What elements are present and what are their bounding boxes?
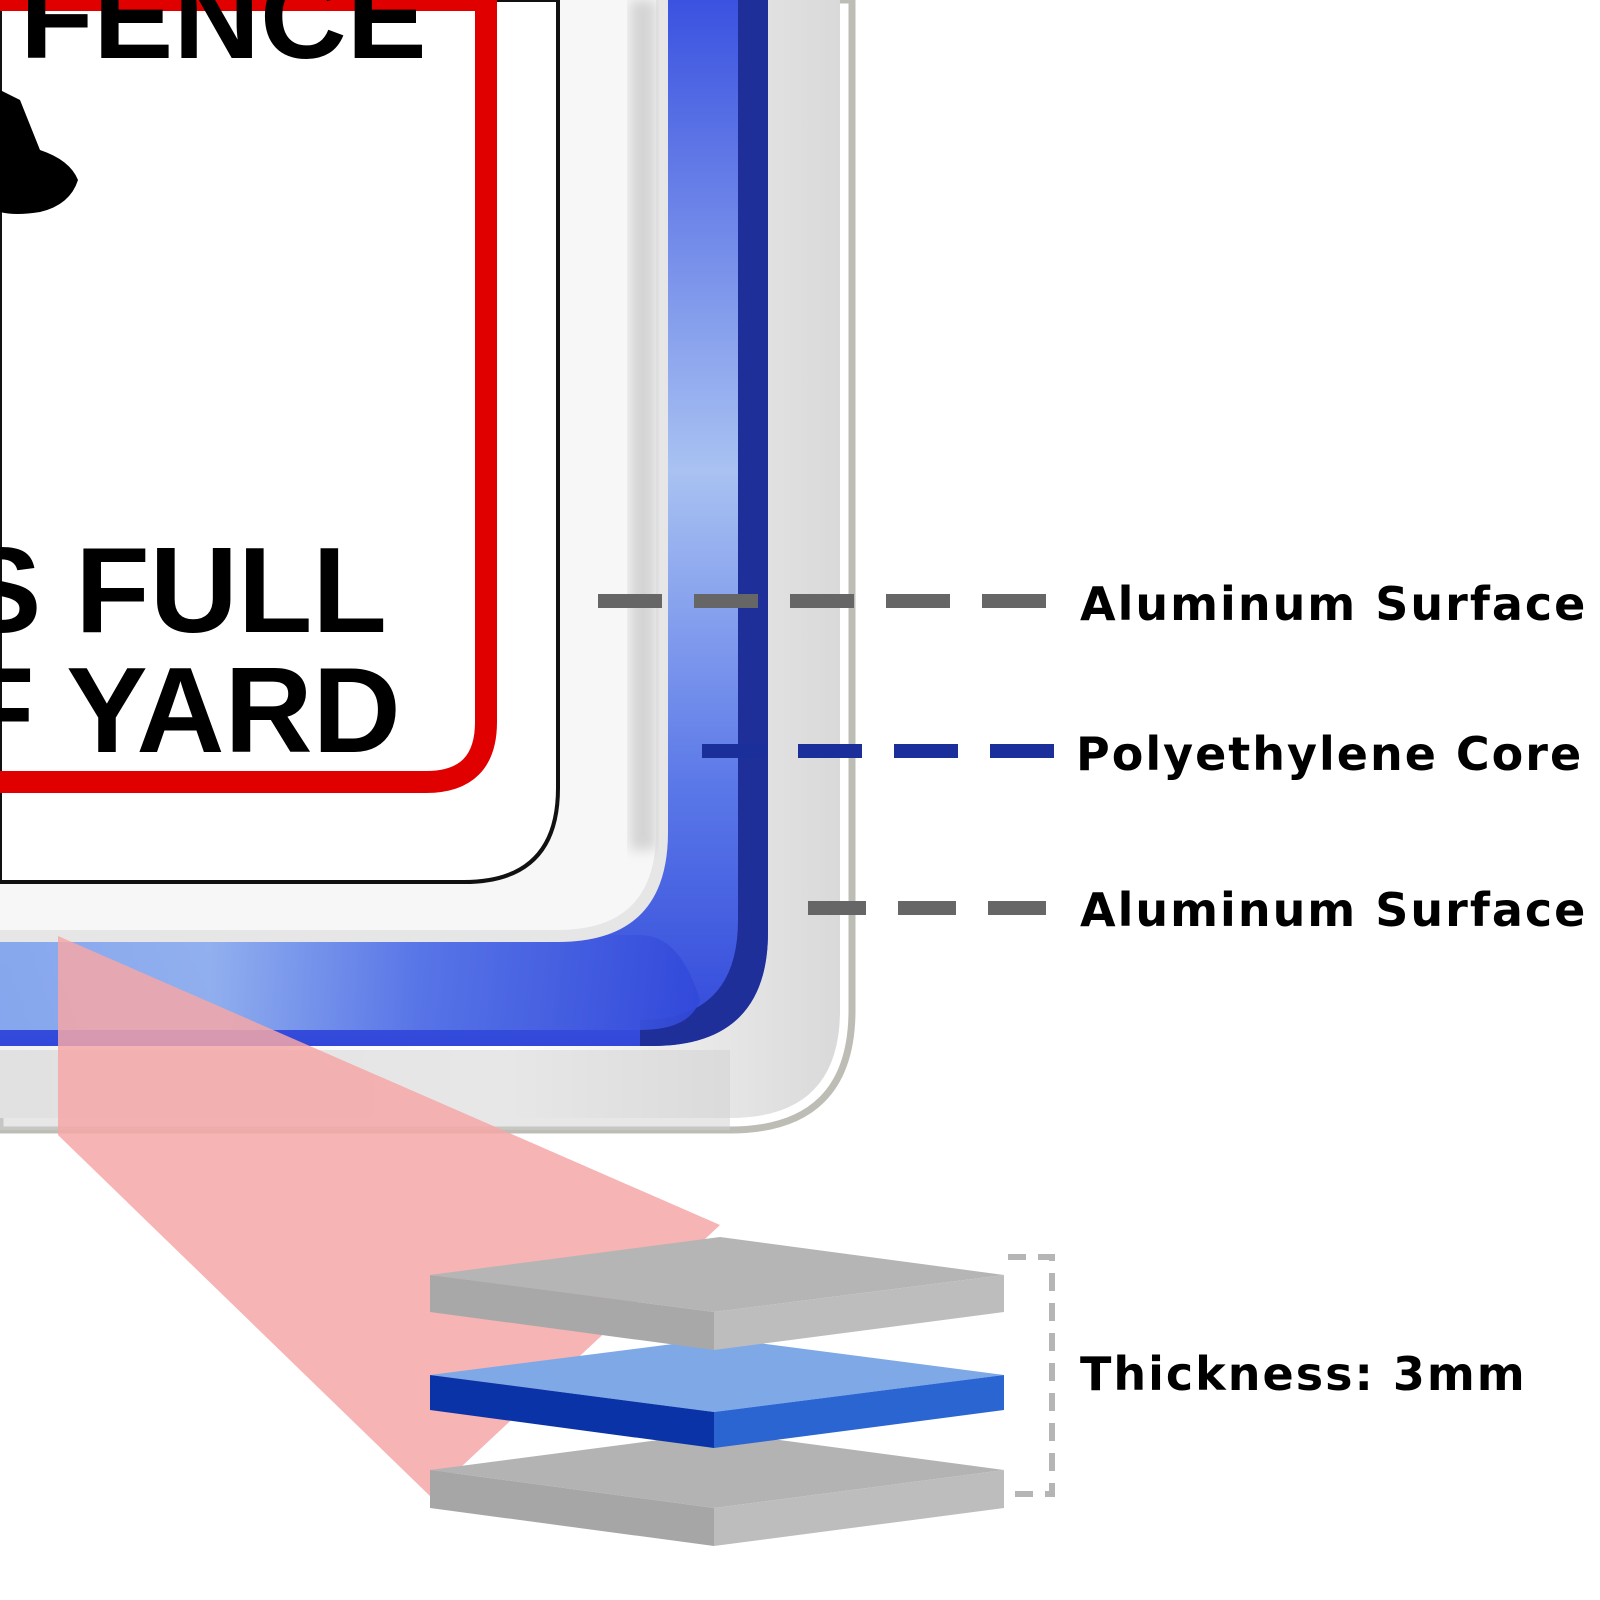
- sign-text-line2: S FULL: [0, 522, 387, 658]
- label-top-aluminum: Aluminum Surface: [1080, 577, 1587, 631]
- sign-red-border: [0, 0, 497, 793]
- sign-text-line1: FENCE: [20, 0, 427, 84]
- dog-silhouette-fragment: [0, 90, 78, 214]
- stack-bottom-aluminum: [430, 1432, 1004, 1546]
- callout-projection: [0, 936, 730, 1496]
- stack-top-aluminum: [430, 1237, 1004, 1350]
- leader-lines: [598, 594, 1058, 915]
- label-bottom-aluminum: Aluminum Surface: [1080, 883, 1587, 937]
- stack-core: [430, 1338, 1004, 1448]
- thickness-layer-stack: [430, 1237, 1055, 1546]
- thickness-bracket: [1004, 1254, 1055, 1497]
- sign-face: FENCE S FULL F YARD: [0, 0, 560, 884]
- sign-text-line3: F YARD: [0, 642, 401, 778]
- label-core: Polyethylene Core: [1076, 727, 1583, 781]
- label-thickness: Thickness: 3mm: [1080, 1347, 1527, 1401]
